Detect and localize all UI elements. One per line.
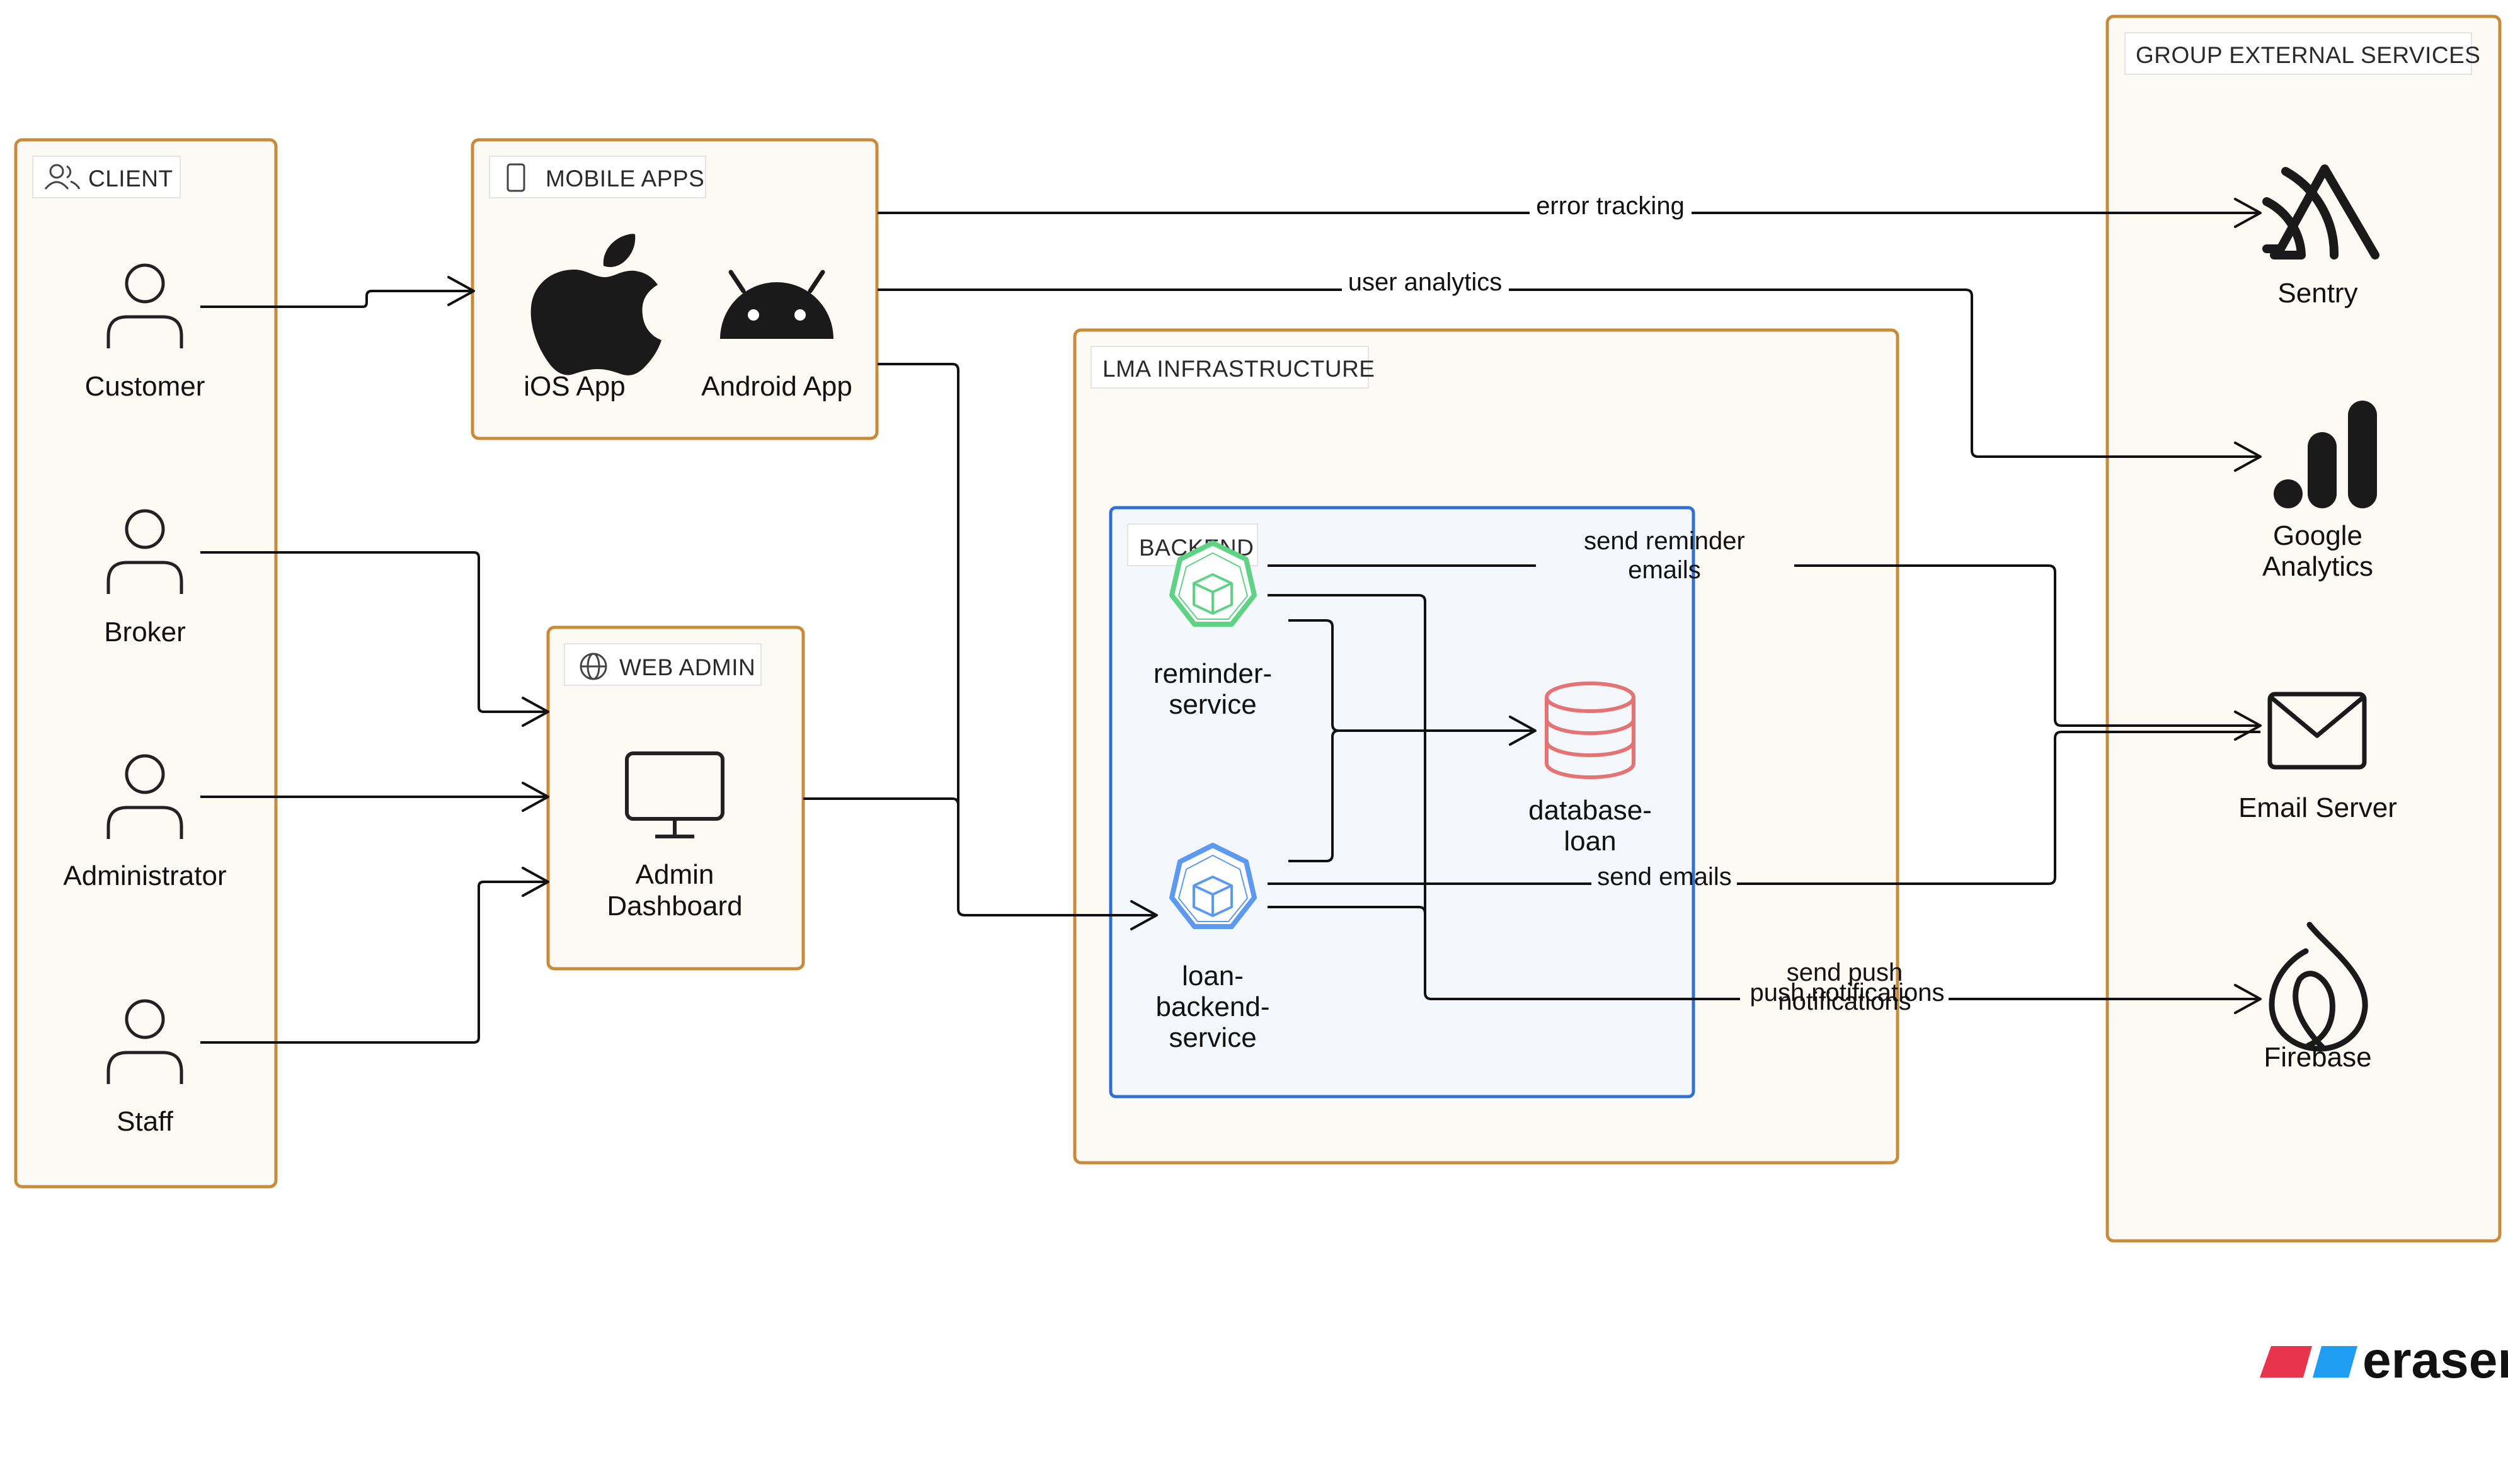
firebase-icon: [2269, 922, 2368, 1052]
mobile-apps-group-title: MOBILE APPS: [546, 166, 704, 191]
sentry-icon: [2262, 164, 2379, 260]
kubernetes-pod-icon: [1169, 540, 1257, 627]
node-database-label-2: loan: [1564, 826, 1616, 857]
node-sentry-label: Sentry: [2277, 278, 2357, 309]
google-analytics-icon: [2274, 401, 2377, 508]
apple-icon: [530, 234, 661, 375]
monitor-icon: [625, 751, 724, 838]
mail-icon: [2267, 692, 2367, 770]
web-admin-group[interactable]: WEB ADMIN: [546, 625, 805, 971]
client-group[interactable]: CLIENT: [14, 138, 278, 1189]
eraser-logo: eraser: [2260, 1332, 2508, 1389]
node-android-app[interactable]: Android App: [701, 270, 852, 402]
node-ios-app[interactable]: iOS App: [524, 234, 661, 402]
node-sentry[interactable]: Sentry: [2262, 164, 2379, 309]
edge-label-send-push-1: send push: [1787, 959, 1903, 986]
node-admin-dashboard-label-2: Dashboard: [607, 891, 742, 922]
edge-label-send-reminder-1: send reminder: [1584, 527, 1745, 555]
globe-icon: [580, 653, 607, 680]
edge-label-send-emails: send emails: [1597, 863, 1731, 891]
database-icon: [1545, 682, 1635, 779]
node-google-analytics[interactable]: Google Analytics: [2262, 401, 2377, 582]
node-loan-backend-service[interactable]: loan- backend- service: [1155, 843, 1270, 1053]
edge-reminder-firebase: [1268, 594, 1740, 1000]
edges: [200, 198, 2262, 1044]
node-email-server[interactable]: Email Server: [2238, 692, 2397, 823]
kubernetes-pod-icon: [1169, 843, 1257, 929]
actor-broker[interactable]: Broker: [104, 509, 186, 648]
eraser-logo-mark-blue: [2313, 1346, 2357, 1378]
node-email-server-label: Email Server: [2238, 792, 2397, 823]
node-firebase[interactable]: Firebase: [2264, 922, 2372, 1073]
node-ios-app-label: iOS App: [524, 371, 625, 402]
edge-android-loanbackend: [878, 363, 1157, 916]
node-loan-backend-label-2: backend-: [1155, 991, 1269, 1022]
users-icon: [44, 164, 81, 190]
node-google-analytics-label-2: Analytics: [2262, 551, 2373, 582]
smartphone-icon: [507, 163, 525, 192]
node-database-loan[interactable]: database- loan: [1528, 682, 1652, 857]
edge-staff-webadmin: [200, 881, 548, 1044]
web-admin-group-title: WEB ADMIN: [619, 654, 755, 680]
edge-customer-mobile: [200, 290, 474, 308]
user-icon: [106, 509, 183, 594]
node-loan-backend-label-1: loan-: [1182, 961, 1244, 991]
user-icon: [106, 754, 183, 839]
node-reminder-service-label-1: reminder-: [1154, 658, 1272, 689]
client-group-title: CLIENT: [88, 166, 173, 191]
eraser-logo-text: eraser: [2362, 1332, 2508, 1389]
actor-broker-label: Broker: [104, 617, 186, 648]
edge-label-push-notifications: push notifications: [1749, 979, 1944, 1007]
edge-loan-firebase: [1268, 906, 1426, 993]
user-icon: [106, 263, 183, 348]
edge-label-error-tracking: error tracking: [1536, 192, 1685, 220]
edge-label-send-push-2: notifications: [1778, 988, 1911, 1015]
edge-labels: error tracking user analytics send remin…: [1348, 192, 1945, 1015]
actor-staff-label: Staff: [117, 1106, 173, 1137]
node-reminder-service[interactable]: reminder- service: [1154, 540, 1272, 720]
node-admin-dashboard-label-1: Admin: [636, 859, 714, 890]
actor-staff[interactable]: Staff: [106, 999, 183, 1137]
lma-infrastructure-group-title: LMA INFRASTRUCTURE: [1102, 356, 1375, 382]
node-firebase-label: Firebase: [2264, 1042, 2371, 1073]
edge-label-send-reminder-2: emails: [1628, 556, 1701, 584]
actor-administrator[interactable]: Administrator: [63, 754, 227, 891]
android-icon: [720, 270, 833, 339]
external-services-group[interactable]: GROUP EXTERNAL SERVICES: [2105, 14, 2502, 1243]
node-google-analytics-label-1: Google: [2273, 520, 2362, 551]
node-database-label-1: database-: [1528, 795, 1652, 826]
node-android-app-label: Android App: [701, 371, 852, 402]
edge-webadmin-loanbackend: [803, 797, 959, 813]
user-icon: [106, 999, 183, 1084]
edge-broker-webadmin: [200, 551, 548, 713]
node-reminder-service-label-2: service: [1169, 689, 1256, 720]
edge-label-user-analytics: user analytics: [1348, 268, 1503, 296]
eraser-logo-mark-red: [2260, 1346, 2312, 1378]
actor-administrator-label: Administrator: [63, 860, 226, 891]
edge-loan-database: [1288, 729, 1339, 862]
external-services-group-title: GROUP EXTERNAL SERVICES: [2136, 42, 2480, 68]
actor-customer[interactable]: Customer: [85, 263, 205, 402]
actor-customer-label: Customer: [85, 371, 205, 402]
node-loan-backend-label-3: service: [1169, 1022, 1256, 1053]
node-admin-dashboard[interactable]: Admin Dashboard: [607, 751, 743, 922]
